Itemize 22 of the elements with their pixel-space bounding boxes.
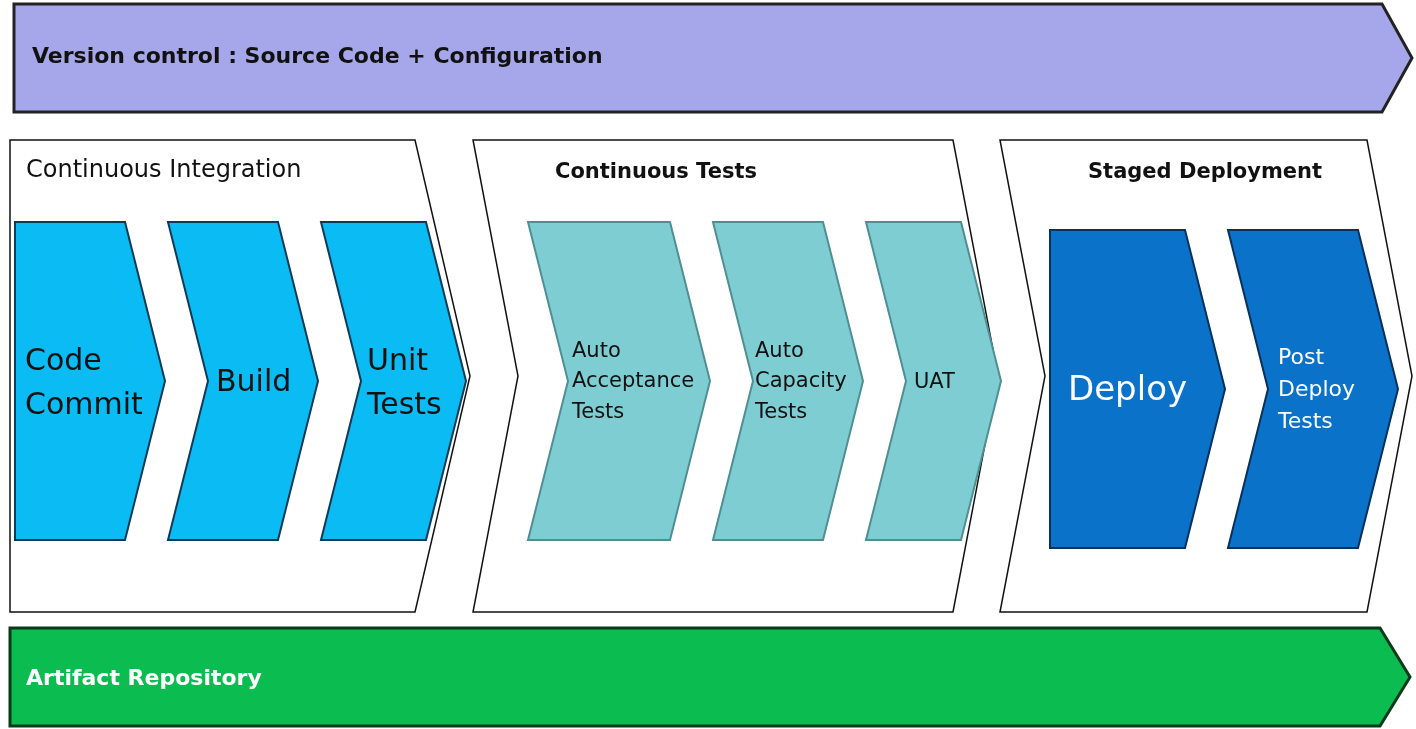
step-label: Auto Capacity Tests	[755, 337, 848, 426]
chevron-step	[866, 222, 1001, 540]
chevron-step	[713, 222, 863, 540]
stage-title: Continuous Integration	[26, 154, 303, 185]
chevron-step	[528, 222, 710, 540]
banner-label: Artifact Repository	[26, 664, 263, 692]
step-label: Auto Acceptance Tests	[572, 337, 696, 426]
stage-title: Continuous Tests	[555, 158, 758, 185]
stage-chevron	[1000, 140, 1412, 612]
stage-chevron	[10, 140, 470, 612]
stage-title: Staged Deployment	[1088, 158, 1324, 185]
step-label: Build	[216, 362, 293, 401]
step-label: Unit Tests	[367, 340, 443, 422]
banner-label: Version control : Source Code + Configuration	[32, 42, 604, 70]
chevron-step	[15, 222, 165, 540]
chevron-step	[168, 222, 318, 540]
step-label: Deploy	[1068, 367, 1189, 411]
step-label: UAT	[914, 367, 956, 395]
chevron-step	[1228, 230, 1398, 548]
step-label: Post Deploy Tests	[1278, 343, 1357, 435]
step-label: Code Commit	[25, 340, 144, 422]
chevron-step	[321, 222, 466, 540]
